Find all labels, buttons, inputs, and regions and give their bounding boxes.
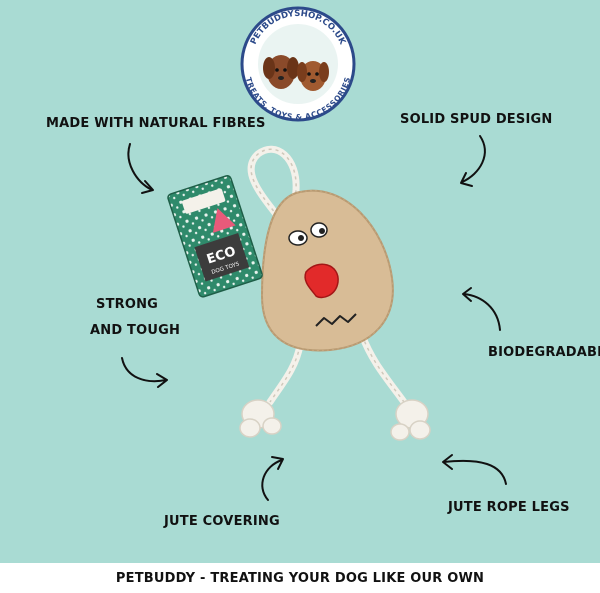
arrow-icon — [261, 456, 284, 501]
petbuddy-logo: PETBUDDYSHOP.CO.UK TREATS, TOYS & ACCESS… — [240, 6, 356, 122]
arrow-icon — [460, 135, 486, 187]
eco-hang-tag: ECO DOG TOYS — [167, 175, 263, 298]
potato-body — [260, 189, 394, 352]
arrow-icon — [462, 287, 501, 331]
mouth-icon — [315, 313, 357, 327]
product-illustration: PETBUDDYSHOP.CO.UK TREATS, TOYS & ACCESS… — [0, 0, 600, 563]
eye-icon — [288, 230, 308, 246]
footer-bar: PETBUDDY - TREATING YOUR DOG LIKE OUR OW… — [0, 563, 600, 593]
arrow-icon — [121, 357, 168, 388]
arrow-icon — [127, 143, 154, 194]
feature-strong-line2: AND TOUGH — [90, 323, 181, 338]
arrow-icon — [442, 454, 507, 485]
product-canvas: PETBUDDYSHOP.CO.UK TREATS, TOYS & ACCESS… — [0, 0, 600, 563]
rope-knot-left — [239, 399, 282, 438]
nose-icon — [304, 263, 339, 299]
feature-solid-spud: SOLID SPUD DESIGN — [400, 112, 553, 127]
eye-icon — [310, 222, 328, 238]
footer-tagline: PETBUDDY - TREATING YOUR DOG LIKE OUR OW… — [115, 570, 485, 586]
rope-knot-right — [390, 399, 431, 441]
heart-icon — [212, 208, 236, 233]
feature-strong-line1: STRONG — [96, 297, 159, 312]
feature-biodegradable: BIODEGRADABLE — [488, 345, 600, 360]
feature-jute-covering: JUTE COVERING — [164, 514, 280, 529]
feature-jute-rope-legs: JUTE ROPE LEGS — [448, 500, 570, 515]
feature-natural-fibres: MADE WITH NATURAL FIBRES — [46, 116, 266, 131]
